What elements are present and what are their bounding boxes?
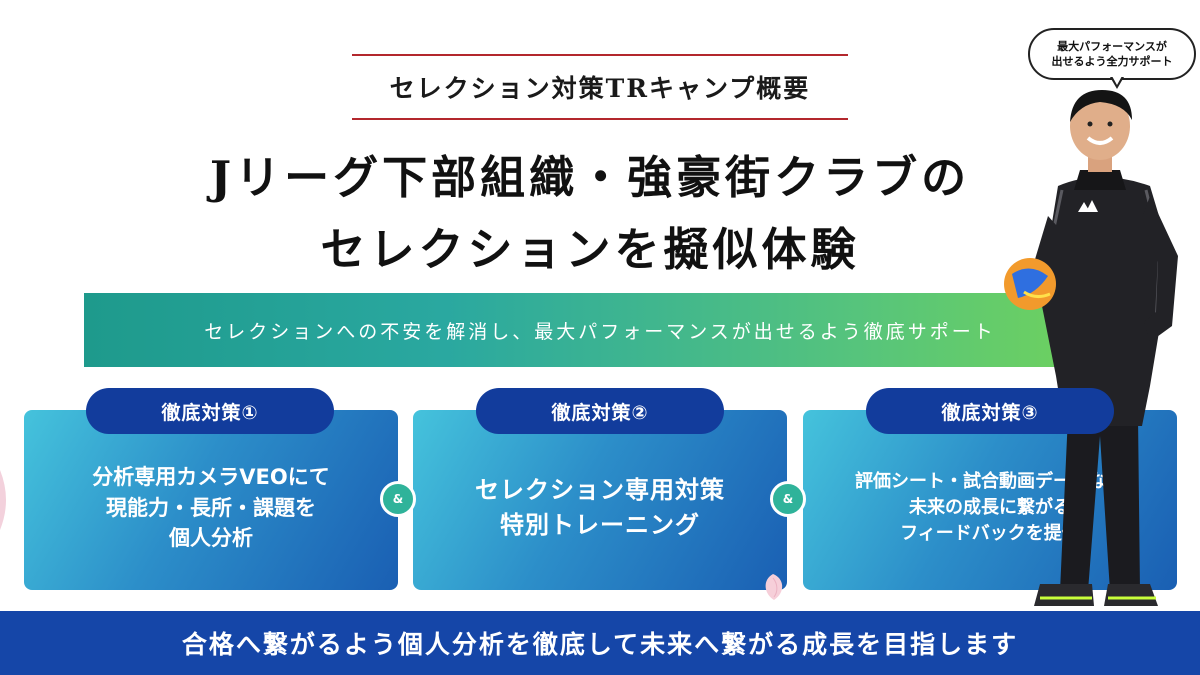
measure-card-1-text: 分析専用カメラVEOにて 現能力・長所・課題を 個人分析: [92, 465, 330, 551]
speech-bubble-tail-inner: [1112, 76, 1122, 85]
measure-card-1: 分析専用カメラVEOにて 現能力・長所・課題を 個人分析: [24, 410, 398, 590]
bottom-message-bar: 合格へ繋がるよう個人分析を徹底して未来へ繋がる成長を目指します: [0, 611, 1200, 675]
measure-card-2: セレクション専用対策 特別トレーニング: [413, 410, 787, 590]
measure-card-2-text: セレクション専用対策 特別トレーニング: [475, 476, 725, 539]
bottom-message-text: 合格へ繋がるよう個人分析を徹底して未来へ繋がる成長を目指します: [181, 630, 1019, 659]
support-banner-text: セレクションへの不安を解消し、最大パフォーマンスが出せるよう徹底サポート: [204, 320, 996, 343]
measure-pill-3: 徹底対策③: [866, 388, 1114, 434]
header-label-frame: セレクション対策TRキャンプ概要: [352, 54, 848, 120]
speech-bubble: 最大パフォーマンスが 出せるよう全力サポート: [1028, 28, 1196, 80]
support-banner: セレクションへの不安を解消し、最大パフォーマンスが出せるよう徹底サポート: [84, 293, 1116, 367]
measure-pill-2: 徹底対策②: [476, 388, 724, 434]
sakura-petal-icon: [765, 574, 783, 600]
header-label: セレクション対策TRキャンプ概要: [389, 74, 811, 103]
coach-photo: [1004, 90, 1178, 606]
headline-line-1: Jリーグ下部組織・強豪街クラブの: [209, 151, 971, 204]
ampersand-badge-1: &: [380, 481, 416, 517]
ampersand-badge-2: &: [770, 481, 806, 517]
measure-pill-1: 徹底対策①: [86, 388, 334, 434]
headline-line-2: セレクションを擬似体験: [320, 223, 860, 276]
petal-left-icon: [0, 470, 6, 530]
measure-card-3-text: 評価シート・試合動画データなど 未来の成長に繋がる フィードバックを提供: [855, 470, 1125, 545]
